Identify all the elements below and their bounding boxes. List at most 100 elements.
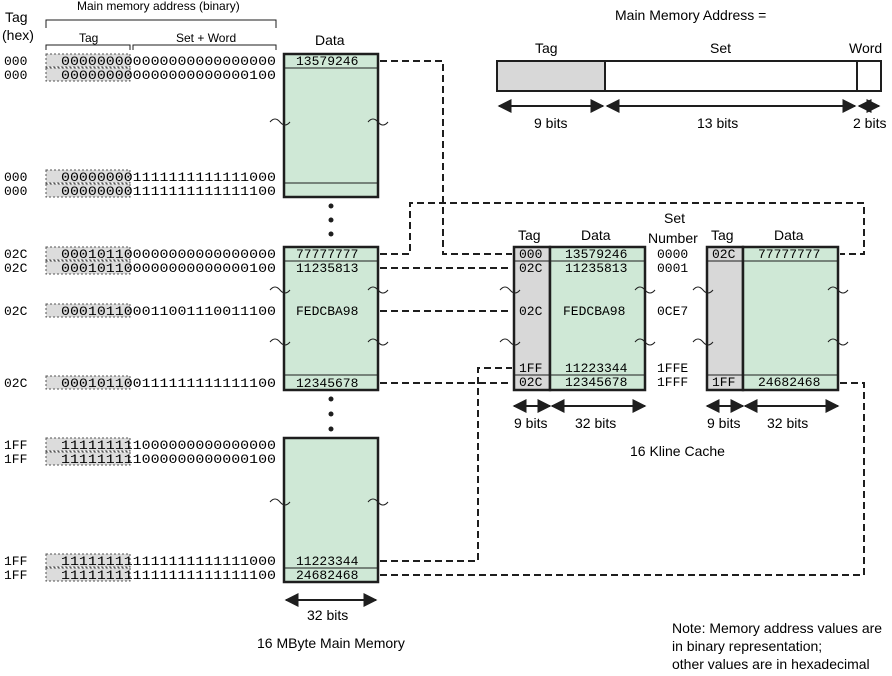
address-tag-shade bbox=[45, 67, 131, 82]
tag-sub-bracket bbox=[45, 44, 131, 50]
main-memory-caption: 16 MByte Main Memory bbox=[257, 635, 405, 651]
address-tag-shade bbox=[45, 169, 131, 184]
row-tag: 1FF bbox=[4, 568, 27, 583]
row-binary-address: 000000000000000000000000 bbox=[61, 54, 276, 69]
row-tag: 1FF bbox=[4, 452, 27, 467]
cache-caption: 16 Kline Cache bbox=[630, 443, 725, 459]
map-line-13579246 bbox=[380, 60, 512, 255]
memory-data-value: 11223344 bbox=[296, 554, 359, 569]
set-number-header-line1: Set bbox=[664, 210, 685, 226]
map-line-11223344 bbox=[380, 367, 512, 562]
memory-width-label: 32 bits bbox=[307, 607, 348, 623]
address-tag-shade bbox=[45, 437, 131, 452]
cache-way0-tag: 02C bbox=[519, 375, 543, 390]
map-line-24682468 bbox=[380, 382, 865, 576]
field-box-word bbox=[856, 60, 882, 92]
row-binary-address: 000000001111111111111000 bbox=[61, 170, 276, 185]
ellipsis-dot bbox=[328, 217, 334, 223]
ellipsis-dot bbox=[328, 231, 334, 237]
cache-way1-data: 77777777 bbox=[758, 247, 820, 262]
cache-tag-width-label-way2: 9 bits bbox=[707, 415, 740, 431]
break-mark bbox=[269, 498, 291, 506]
set-number: 1FFE bbox=[657, 361, 688, 376]
cache-tag-header-way2: Tag bbox=[711, 227, 734, 243]
break-mark bbox=[269, 338, 291, 346]
set-number: 1FFF bbox=[657, 375, 688, 390]
data-header: Data bbox=[315, 32, 345, 48]
field-box-tag bbox=[496, 60, 606, 92]
break-mark bbox=[269, 286, 291, 294]
address-tag-shade bbox=[45, 451, 131, 466]
cache-way1-tag: 1FF bbox=[712, 375, 735, 390]
field-name-set: Set bbox=[710, 40, 731, 56]
row-tag: 000 bbox=[4, 170, 27, 185]
note-line1: Note: Memory address values are bbox=[672, 620, 882, 636]
field-name-word: Word bbox=[849, 40, 882, 56]
break-mark bbox=[367, 338, 389, 346]
memory-block-tag-000 bbox=[282, 52, 380, 199]
memory-data-value: 12345678 bbox=[296, 376, 358, 391]
cache-data-header: Data bbox=[581, 227, 611, 243]
row-binary-address: 111111111000000000000000 bbox=[61, 438, 276, 453]
mapping-lines bbox=[380, 60, 865, 576]
row-binary-address: 111111111111111111111100 bbox=[61, 568, 276, 583]
address-tag-shade bbox=[45, 53, 131, 68]
row-tag: 000 bbox=[4, 184, 27, 199]
note: Note: Memory address values are in binar… bbox=[672, 620, 882, 672]
set-number: 0000 bbox=[657, 247, 688, 262]
break-mark bbox=[692, 338, 714, 346]
field-name-tag: Tag bbox=[535, 40, 558, 56]
break-mark bbox=[827, 338, 849, 346]
tag-bits-label: 9 bits bbox=[534, 115, 567, 131]
tag-hex-header-line2: (hex) bbox=[2, 27, 34, 43]
break-mark bbox=[269, 118, 291, 126]
address-tag-shade bbox=[45, 260, 131, 275]
memory-data-value: 11235813 bbox=[296, 261, 358, 276]
main-memory-headers: Tag (hex) Main memory address (binary) T… bbox=[2, 0, 345, 50]
break-mark bbox=[499, 286, 521, 294]
cache-way1-tag: 02C bbox=[712, 247, 736, 262]
row-binary-address: 000000001111111111111100 bbox=[61, 184, 276, 199]
row-tag: 02C bbox=[4, 247, 28, 262]
ellipsis-dot bbox=[328, 411, 334, 417]
cache-way0-tag-column bbox=[512, 245, 552, 392]
cache-way0-data: 13579246 bbox=[565, 247, 627, 262]
row-tag: 1FF bbox=[4, 438, 27, 453]
cache-way0-tag: 02C bbox=[519, 261, 543, 276]
ellipsis-dot bbox=[328, 396, 334, 402]
address-bracket bbox=[45, 19, 277, 28]
cache-tag-header: Tag bbox=[518, 227, 541, 243]
cache-way0-data: 11223344 bbox=[565, 361, 628, 376]
tag-hex-header-line1: Tag bbox=[5, 9, 28, 25]
cache-data-width-label-way2: 32 bits bbox=[767, 415, 808, 431]
cache-way0-data: FEDCBA98 bbox=[563, 304, 625, 319]
memory-data-value: 24682468 bbox=[296, 568, 358, 583]
address-format: Main Memory Address = Tag Set Word 9 bit… bbox=[496, 7, 886, 131]
break-mark bbox=[499, 338, 521, 346]
cache-way0-tag: 1FF bbox=[519, 361, 542, 376]
cache-way1-data-column bbox=[741, 245, 840, 392]
row-binary-address: 000000000000000000000100 bbox=[61, 68, 276, 83]
set-number: 0CE7 bbox=[657, 304, 688, 319]
cache-way0-tag: 02C bbox=[519, 304, 543, 319]
main-memory-blocks: 13579246 77777777 11235813 FEDCBA98 1234… bbox=[257, 52, 405, 651]
row-tag: 02C bbox=[4, 261, 28, 276]
row-tag: 02C bbox=[4, 304, 28, 319]
row-binary-address: 000101100111111111111100 bbox=[61, 376, 276, 391]
memory-data-value: FEDCBA98 bbox=[296, 304, 358, 319]
address-tag-shade bbox=[45, 303, 131, 318]
row-tag: 000 bbox=[4, 68, 27, 83]
address-tag-shade bbox=[45, 567, 131, 582]
row-binary-address: 000101100000000000000000 bbox=[61, 247, 276, 262]
address-tag-shade bbox=[45, 553, 131, 568]
memory-rows: 000 000000000000000000000000 000 0000000… bbox=[4, 53, 276, 583]
memory-data-value: 77777777 bbox=[296, 247, 358, 262]
row-binary-address: 111111111000000000000100 bbox=[61, 452, 276, 467]
break-mark bbox=[367, 498, 389, 506]
ellipsis-dot bbox=[328, 426, 334, 432]
cache-data-width-label: 32 bits bbox=[575, 415, 616, 431]
address-header: Main memory address (binary) bbox=[77, 0, 240, 13]
row-binary-address: 000101100000000000000100 bbox=[61, 261, 276, 276]
map-line-77777777 bbox=[380, 202, 865, 255]
